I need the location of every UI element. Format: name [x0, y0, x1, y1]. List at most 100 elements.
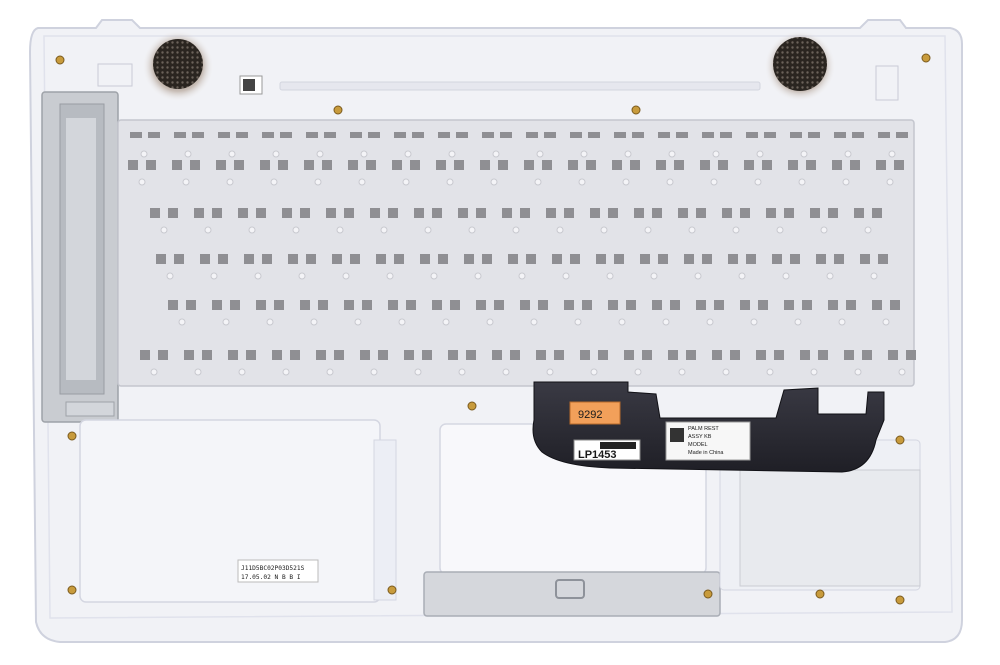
key-hole [300, 300, 310, 310]
key-hole [404, 350, 414, 360]
key-hole [186, 300, 196, 310]
screw-post [67, 585, 77, 595]
key-mount-dot [886, 178, 894, 186]
orange-sticker-text: 9292 [578, 409, 602, 421]
key-mount-dot [446, 178, 454, 186]
key-mount-dot [888, 150, 896, 158]
key-hole [590, 208, 600, 218]
key-mount-dot [370, 368, 378, 376]
key-hole [640, 254, 650, 264]
key-hole [140, 350, 150, 360]
qr-code [243, 79, 255, 91]
key-hole [720, 132, 732, 138]
key-hole [228, 350, 238, 360]
key-hole [608, 300, 618, 310]
key-hole [350, 254, 360, 264]
key-mount-dot [776, 226, 784, 234]
key-hole [526, 254, 536, 264]
key-hole [696, 208, 706, 218]
key-mount-dot [820, 226, 828, 234]
cable-tag-text: LP1453 [578, 449, 617, 461]
key-hole [466, 350, 476, 360]
key-mount-dot [150, 368, 158, 376]
key-mount-dot [354, 318, 362, 326]
key-mount-dot [270, 178, 278, 186]
key-mount-dot [282, 368, 290, 376]
key-hole [642, 350, 652, 360]
key-hole [718, 160, 728, 170]
key-mount-dot [502, 368, 510, 376]
key-mount-dot [486, 318, 494, 326]
key-hole [422, 350, 432, 360]
key-mount-dot [864, 226, 872, 234]
key-hole [894, 160, 904, 170]
key-hole [598, 350, 608, 360]
key-hole [588, 132, 600, 138]
key-hole [370, 208, 380, 218]
foil-tape [739, 469, 921, 587]
left-panel-rib [373, 439, 397, 601]
key-hole [862, 350, 872, 360]
key-hole [148, 132, 160, 138]
key-hole [860, 254, 870, 264]
key-hole [536, 350, 546, 360]
key-hole [828, 208, 838, 218]
key-hole [510, 350, 520, 360]
key-hole [238, 208, 248, 218]
key-hole [322, 160, 332, 170]
key-hole [500, 132, 512, 138]
key-hole [194, 208, 204, 218]
key-mount-dot [794, 318, 802, 326]
key-mount-dot [138, 178, 146, 186]
key-mount-dot [184, 150, 192, 158]
key-hole [746, 132, 758, 138]
key-hole [128, 160, 138, 170]
key-hole [872, 208, 882, 218]
key-hole [306, 132, 318, 138]
key-mount-dot [750, 318, 758, 326]
key-hole [280, 132, 292, 138]
key-hole [568, 160, 578, 170]
cable-sticker-line: ASSY KB [688, 434, 712, 440]
key-mount-dot [706, 318, 714, 326]
key-hole [172, 160, 182, 170]
key-mount-dot [854, 368, 862, 376]
key-hole [388, 208, 398, 218]
key-hole [676, 132, 688, 138]
key-mount-dot [342, 272, 350, 280]
key-hole [362, 300, 372, 310]
key-hole [700, 160, 710, 170]
key-hole [368, 132, 380, 138]
key-mount-dot [546, 368, 554, 376]
key-hole [570, 254, 580, 264]
key-hole [854, 208, 864, 218]
bottom-sticker-line2: 17.05.02 N B B I [241, 574, 301, 581]
key-hole [526, 132, 538, 138]
key-hole [376, 254, 386, 264]
metal-bracket [41, 91, 119, 423]
key-hole [658, 254, 668, 264]
key-mount-dot [178, 318, 186, 326]
key-hole [762, 160, 772, 170]
key-hole [174, 132, 186, 138]
key-hole [758, 300, 768, 310]
key-mount-dot [512, 226, 520, 234]
key-hole [230, 300, 240, 310]
screw-post [467, 401, 477, 411]
screw-post [895, 595, 905, 605]
key-hole [392, 160, 402, 170]
key-hole [410, 160, 420, 170]
key-hole [174, 254, 184, 264]
key-hole [678, 208, 688, 218]
key-mount-dot [732, 226, 740, 234]
key-hole [876, 160, 886, 170]
key-hole [492, 350, 502, 360]
case-inner-rim [43, 35, 953, 619]
key-mount-dot [622, 178, 630, 186]
key-hole [480, 160, 490, 170]
key-hole [906, 350, 916, 360]
screw-post [333, 105, 343, 115]
key-hole [202, 350, 212, 360]
key-mount-dot [336, 226, 344, 234]
